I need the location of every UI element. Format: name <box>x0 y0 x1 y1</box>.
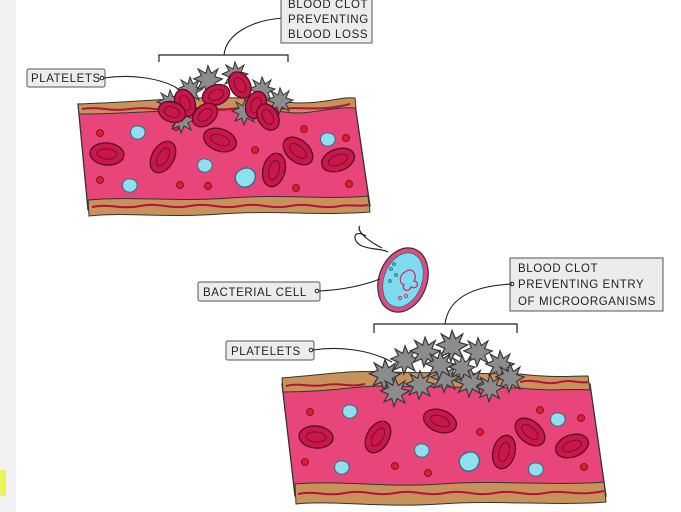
bottom-platelets-label: PLATELETS <box>225 340 393 363</box>
bottom-clot-label: BLOOD CLOT PREVENTING ENTRY OF MICROORGA… <box>509 257 664 312</box>
top-clot-label-line-2: PREVENTING <box>288 14 369 26</box>
bottom-clot-label-line-3: OF MICROORGANISMS <box>518 296 656 308</box>
highlight-marker <box>0 470 6 496</box>
bottom-clot-connector <box>444 283 513 325</box>
top-clot-label-line-1: BLOOD CLOT <box>288 0 368 11</box>
bottom-clot-label-line-1: BLOOD CLOT <box>518 263 598 275</box>
bacterial-cell-label-text: BACTERIAL CELL <box>203 287 307 299</box>
left-margin-strip <box>0 0 16 512</box>
bottom-platelets-label-text: PLATELETS <box>231 346 301 358</box>
top-clot-label: BLOOD CLOT PREVENTING BLOOD LOSS <box>280 0 373 44</box>
top-clot-bracket <box>158 54 289 62</box>
top-platelets-label-text: PLATELETS <box>31 73 101 85</box>
bottom-clot-bracket <box>373 323 518 333</box>
top-blood-vessel <box>77 97 371 217</box>
bacterial-cell-label: BACTERIAL CELL <box>197 278 381 302</box>
top-clot-label-line-3: BLOOD LOSS <box>288 29 368 41</box>
top-platelets-label: PLATELETS <box>26 68 178 89</box>
top-clot-connector <box>223 17 285 56</box>
bottom-clot-label-line-2: PREVENTING ENTRY <box>518 279 644 291</box>
bottom-blood-vessel <box>281 370 607 506</box>
bacterial-cell <box>354 225 429 313</box>
